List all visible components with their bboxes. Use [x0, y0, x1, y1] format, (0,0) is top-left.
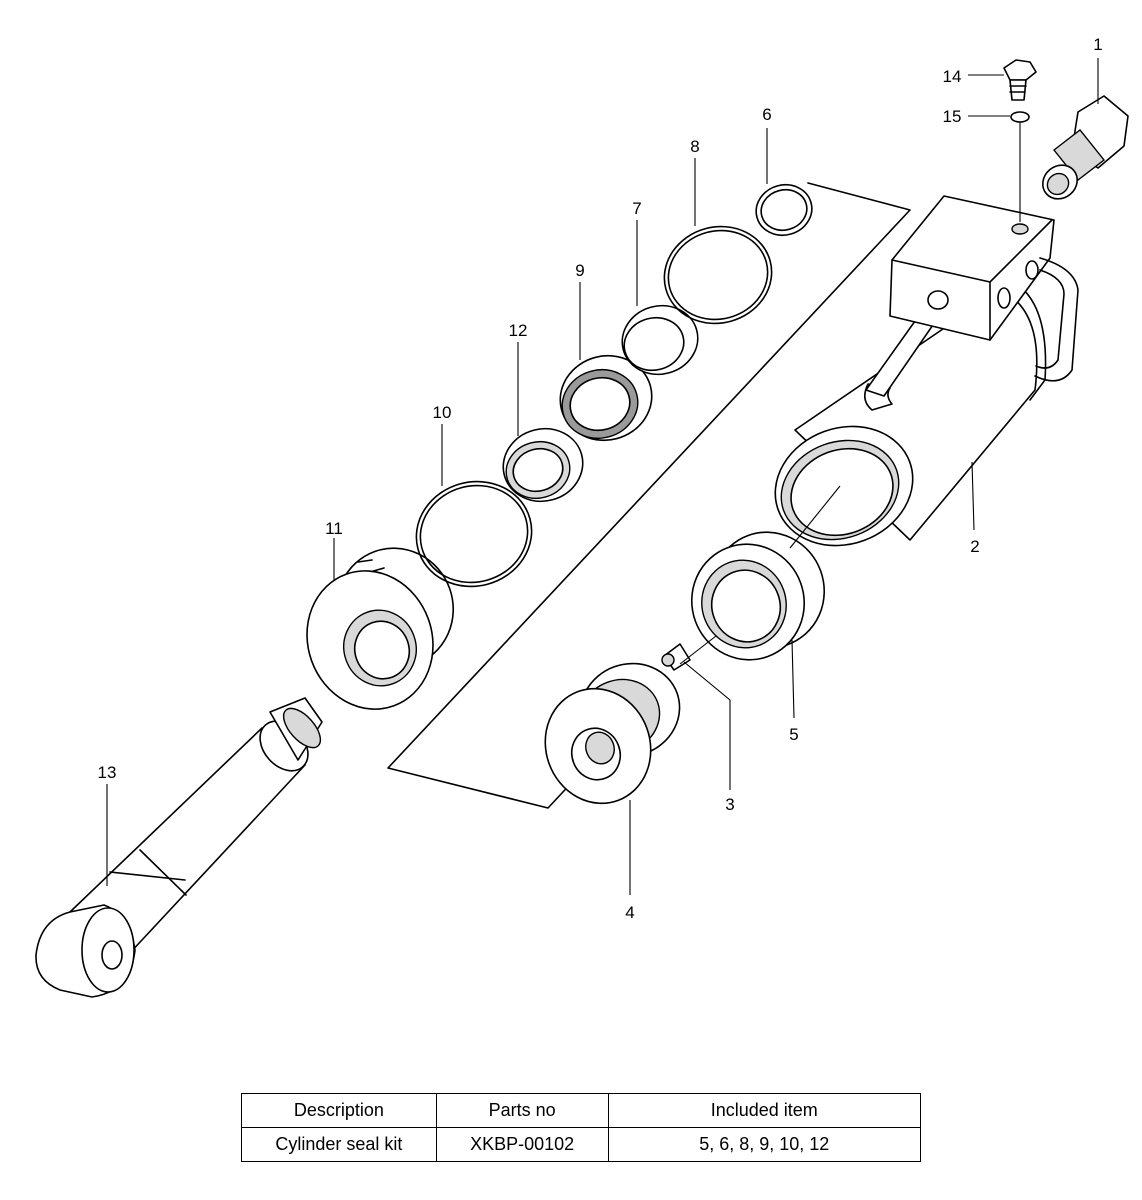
callout-6: 6: [762, 105, 771, 124]
callout-labels: 1 2 3 4 5 6 7 8 9 10 11 12 13 14 15: [98, 35, 1103, 922]
callout-8: 8: [690, 137, 699, 156]
callout-3: 3: [725, 795, 734, 814]
washer: [1010, 111, 1030, 123]
piston-rod: [35, 697, 323, 998]
cylinder-tube: [774, 279, 1047, 547]
callout-14: 14: [943, 67, 962, 86]
backup-ring-7: [621, 304, 699, 376]
header-description: Description: [241, 1093, 437, 1128]
o-ring-6: [755, 183, 813, 237]
set-screw: [661, 643, 691, 671]
plug-bolt: [1003, 59, 1037, 101]
seal-kit-table: Description Parts no Included item Cylin…: [241, 1093, 921, 1162]
wiper-seal-12: [502, 427, 584, 503]
cell-included-item: 5, 6, 8, 9, 10, 12: [607, 1127, 921, 1162]
callout-7: 7: [632, 199, 641, 218]
header-included-item: Included item: [607, 1093, 921, 1128]
table-header-row: Description Parts no Included item: [241, 1093, 921, 1128]
leader-lines: [106, 58, 1099, 895]
callout-11: 11: [325, 519, 343, 538]
cell-parts-no: XKBP-00102: [435, 1127, 609, 1162]
callout-1: 1: [1093, 35, 1102, 54]
piston: [690, 531, 826, 661]
exploded-cylinder-diagram: 1 2 3 4 5 6 7 8 9 10 11 12 13 14 15: [35, 35, 1129, 998]
port-block: [889, 195, 1079, 382]
o-ring-8: [663, 225, 773, 325]
seal-kit-outline: [387, 182, 911, 809]
callout-9: 9: [575, 261, 584, 280]
valve-fitting: [1041, 95, 1129, 200]
callout-5: 5: [789, 725, 798, 744]
gland-nut: [306, 547, 455, 710]
callout-4: 4: [625, 903, 634, 922]
o-ring-10: [415, 480, 533, 588]
header-parts-no: Parts no: [435, 1093, 609, 1128]
cell-description: Cylinder seal kit: [241, 1127, 437, 1162]
callout-13: 13: [98, 763, 117, 782]
callout-12: 12: [509, 321, 528, 340]
rod-seal-9: [559, 354, 653, 442]
piston-nut: [544, 662, 681, 805]
callout-10: 10: [433, 403, 452, 422]
callout-15: 15: [943, 107, 962, 126]
callout-2: 2: [970, 537, 979, 556]
table-row: Cylinder seal kit XKBP-00102 5, 6, 8, 9,…: [241, 1127, 921, 1162]
